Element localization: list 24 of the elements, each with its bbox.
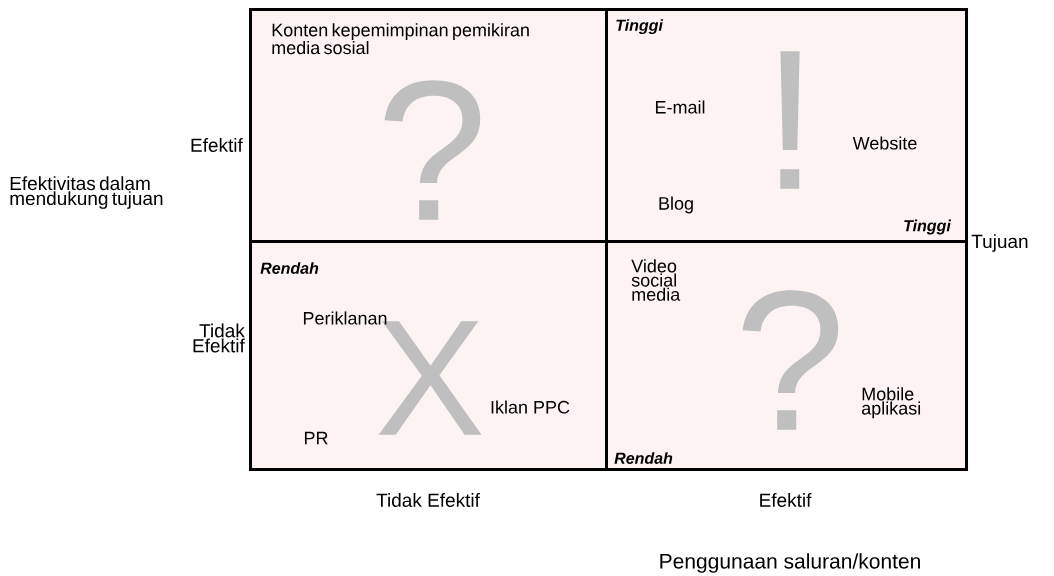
level-label: Tinggi	[616, 19, 664, 35]
quadrant-panel	[249, 240, 608, 471]
axis-label: Tidak Efektif	[376, 493, 480, 507]
large-symbol: ?	[742, 290, 839, 430]
item-label: Video social media	[631, 259, 681, 301]
level-label: Rendah	[614, 452, 673, 464]
item-label: Mobile aplikasi	[862, 387, 920, 419]
item-label: PR	[305, 431, 328, 445]
item-label: E-mail	[656, 100, 705, 114]
quadrant-panel	[605, 8, 968, 243]
level-label: Rendah	[260, 262, 319, 274]
axis-label: Efektivitas dalam mendukung tujuan	[10, 176, 163, 209]
axis-label: Efektif	[760, 493, 812, 507]
item-label: Konten kepemimpinan pemikiran media sosial	[272, 23, 529, 55]
quadrant-panel	[249, 8, 608, 243]
quadrant-panel	[605, 240, 968, 471]
large-symbol: ?	[384, 80, 481, 220]
large-symbol: !	[780, 51, 800, 189]
item-label: Blog	[659, 196, 693, 214]
axis-label: Tujuan	[971, 234, 1028, 252]
axis-label: Penggunaan saluran/konten	[660, 553, 920, 573]
item-label: Iklan PPC	[491, 400, 570, 414]
level-label: Tinggi	[904, 219, 952, 235]
item-label: Website	[852, 136, 917, 150]
